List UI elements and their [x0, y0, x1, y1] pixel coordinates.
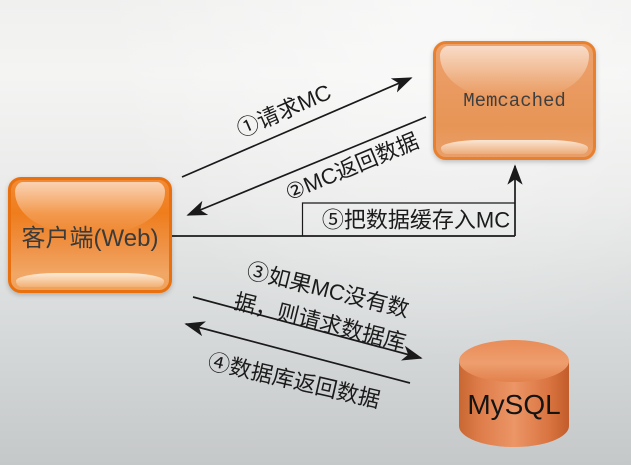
node-client-label: 客户端(Web) [21, 224, 159, 252]
mysql-cylinder-body [459, 361, 569, 447]
node-mysql [459, 340, 569, 447]
edge-label-cache-to-mc: ⑤把数据缓存入MC [321, 207, 511, 233]
edge-label-db-return: ④数据库返回数据 [205, 348, 383, 413]
edge-label-query-db: ③如果MC没有数 据，则请求数据库 [231, 253, 418, 360]
node-mysql-label: MySQL [467, 389, 561, 420]
mysql-cylinder-top [459, 340, 569, 382]
node-memcached: Memcached [433, 41, 596, 160]
node-memcached-label: Memcached [463, 89, 566, 112]
node-client: 客户端(Web) [8, 177, 172, 293]
edge-label-mc-return: ②MC返回数据 [281, 128, 423, 206]
edge-label-request-mc: ①请求MC [232, 79, 335, 143]
